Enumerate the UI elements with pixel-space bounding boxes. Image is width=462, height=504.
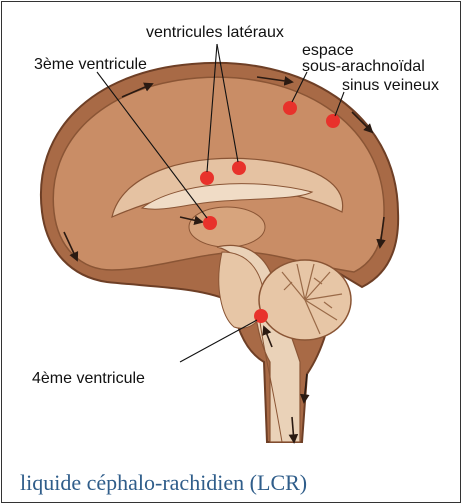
marker-venous-sinus — [326, 114, 340, 128]
label-venous-sinus: sinus veineux — [342, 77, 439, 95]
diagram-caption: liquide céphalo-rachidien (LCR) — [20, 470, 307, 496]
marker-third-ventricle — [203, 216, 217, 230]
label-subarachnoid-space-line2: sous-arachnoïdal — [302, 58, 425, 76]
label-lateral-ventricles: ventricules latéraux — [146, 24, 284, 42]
marker-subarachnoid-space — [283, 101, 297, 115]
label-fourth-ventricle: 4ème ventricule — [32, 370, 145, 388]
marker-lateral-ventricle-2 — [232, 161, 246, 175]
marker-lateral-ventricle-1 — [200, 171, 214, 185]
thalamus — [189, 207, 265, 247]
label-third-ventricle: 3ème ventricule — [34, 56, 147, 74]
